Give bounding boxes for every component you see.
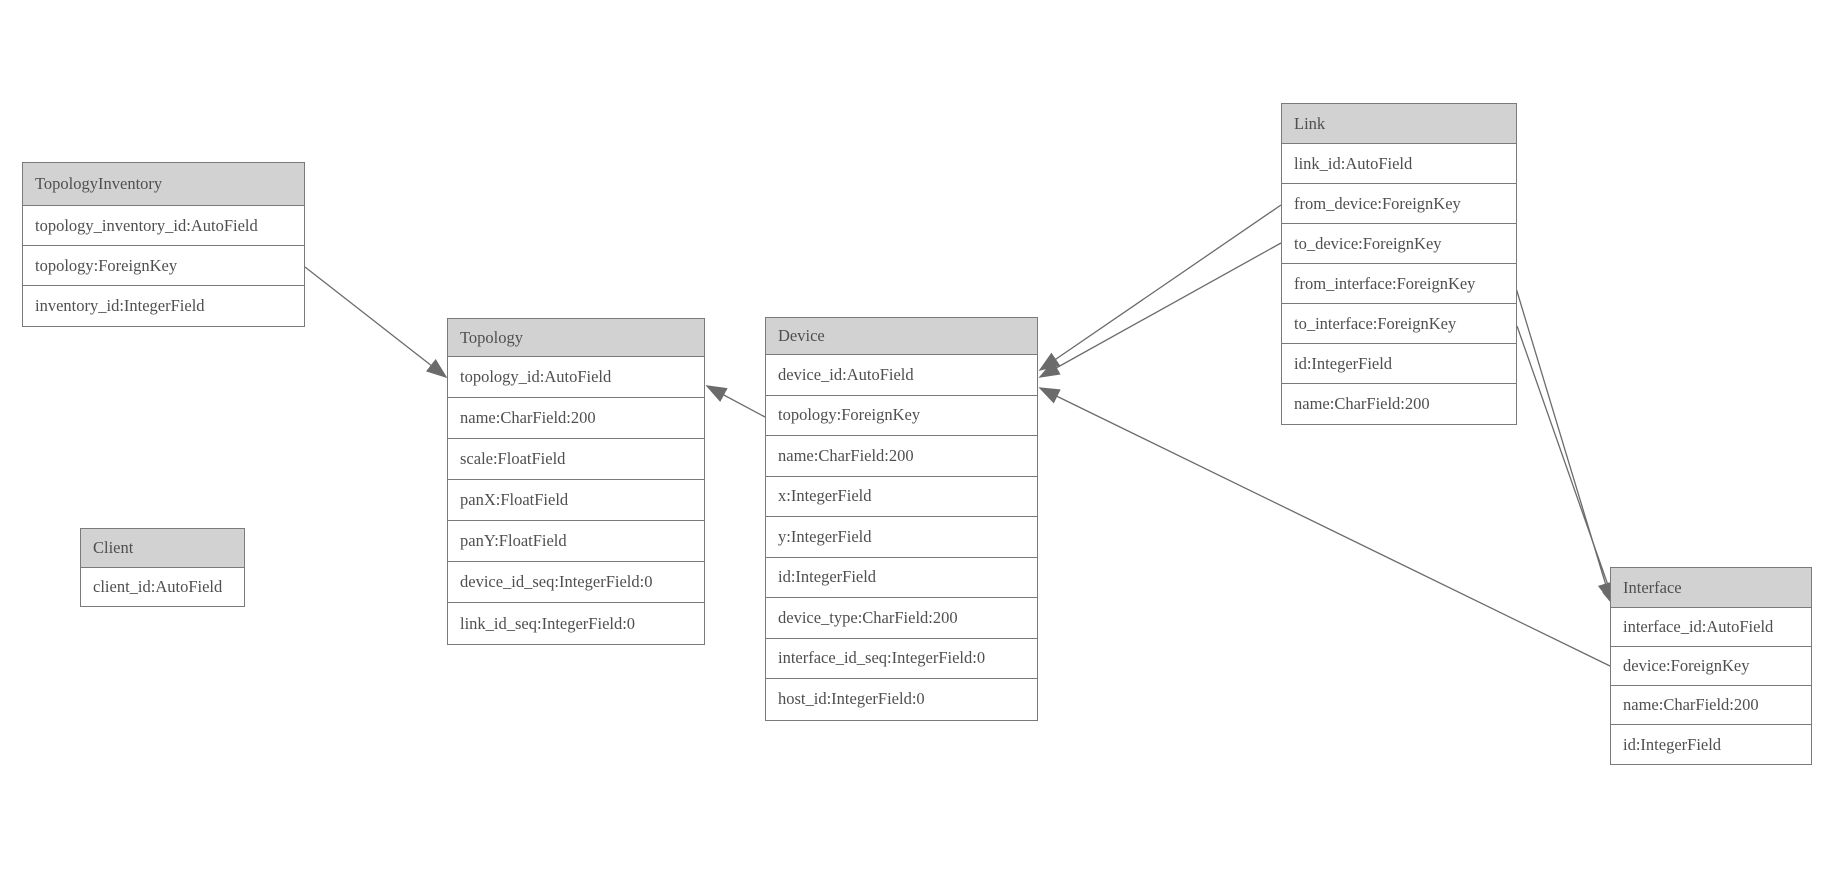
entity-title: TopologyInventory (23, 163, 304, 206)
entity-field-row: from_device:ForeignKey (1282, 184, 1516, 224)
edge-interface-device (1038, 387, 1611, 667)
entity-field-row: to_device:ForeignKey (1282, 224, 1516, 264)
entity-title: Device (766, 318, 1037, 355)
entity-field-row: id:IntegerField (1282, 344, 1516, 384)
entity-field-row: topology_id:AutoField (448, 357, 704, 398)
entity-field-row: link_id_seq:IntegerField:0 (448, 603, 704, 644)
entity-field-row: client_id:AutoField (81, 568, 244, 606)
edge-link-to_interface (1516, 325, 1618, 610)
entity-field-row: name:CharField:200 (766, 436, 1037, 477)
edge-link-from_device (1038, 204, 1282, 371)
entity-field-row: link_id:AutoField (1282, 144, 1516, 184)
entity-field-row: to_interface:ForeignKey (1282, 304, 1516, 344)
entity-title: Interface (1611, 568, 1811, 608)
entity-field-row: name:CharField:200 (1282, 384, 1516, 424)
entity-field-row: interface_id:AutoField (1611, 608, 1811, 647)
entity-field-row: panX:FloatField (448, 480, 704, 521)
entity-field-row: x:IntegerField (766, 476, 1037, 517)
edge-topologyinventory-topology (304, 266, 448, 379)
entity-title: Client (81, 529, 244, 568)
entity-field-row: from_interface:ForeignKey (1282, 264, 1516, 304)
entity-field-row: id:IntegerField (1611, 725, 1811, 764)
entity-title: Link (1282, 104, 1516, 144)
entity-field-row: interface_id_seq:IntegerField:0 (766, 638, 1037, 679)
entity-title: Topology (448, 319, 704, 357)
entity-field-row: device_type:CharField:200 (766, 598, 1037, 639)
entity-field-row: scale:FloatField (448, 439, 704, 480)
entity-field-row: name:CharField:200 (448, 398, 704, 439)
entity-field-row: device_id:AutoField (766, 355, 1037, 396)
entity-field-row: host_id:IntegerField:0 (766, 679, 1037, 720)
entity-field-row: inventory_id:IntegerField (23, 286, 304, 326)
edge-link-to_device (1038, 242, 1282, 378)
entity-field-row: name:CharField:200 (1611, 686, 1811, 725)
entity-field-row: panY:FloatField (448, 521, 704, 562)
entity-field-row: topology_inventory_id:AutoField (23, 206, 304, 246)
entity-field-row: device:ForeignKey (1611, 647, 1811, 686)
entity-field-row: device_id_seq:IntegerField:0 (448, 562, 704, 603)
entity-field-row: topology:ForeignKey (766, 395, 1037, 436)
entity-field-row: id:IntegerField (766, 557, 1037, 598)
entity-field-row: y:IntegerField (766, 517, 1037, 558)
edge-device-topology (705, 385, 766, 418)
entity-field-row: topology:ForeignKey (23, 246, 304, 286)
